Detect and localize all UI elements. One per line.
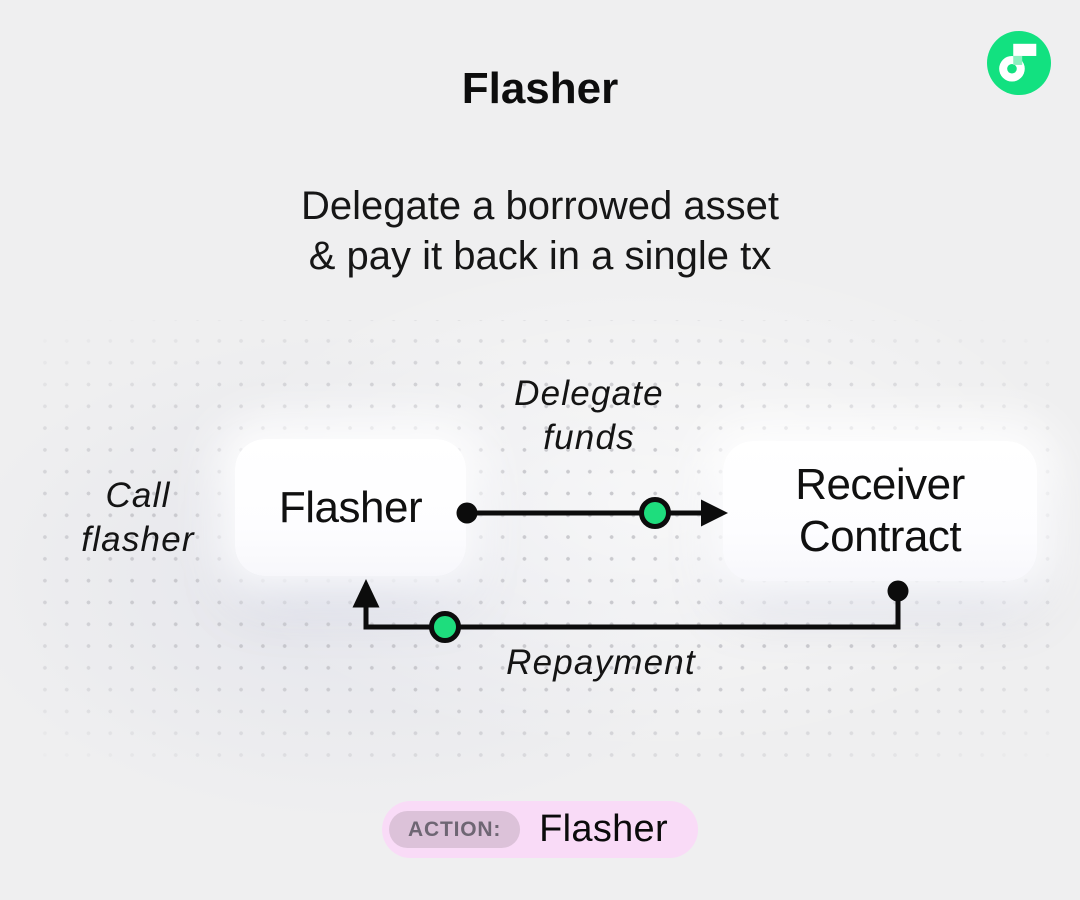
furucombo-logo-icon [987,31,1051,95]
logo-overlap-square [1013,55,1023,65]
subtitle-line-2: & pay it back in a single tx [308,234,772,278]
logo-f-bar [1013,43,1037,56]
delegate-funds-label: Delegate funds [514,374,664,457]
logo-loop-hole [1007,63,1017,74]
repayment-label: Repayment [506,643,696,682]
page-subtitle: Delegate a borrowed asset & pay it back … [0,181,1080,281]
furucombo-logo-svg [987,31,1051,95]
node-receiver-label: Receiver Contract [795,460,965,561]
action-badge-value: Flasher [539,808,668,850]
action-badge-label: ACTION: [389,811,521,848]
node-flasher: Flasher [235,439,466,576]
node-receiver: Receiver Contract [723,441,1037,581]
node-flasher-label: Flasher [278,482,423,532]
action-badge: ACTION: Flasher [382,801,698,858]
page-title: Flasher [461,64,619,113]
subtitle-line-1: Delegate a borrowed asset [300,184,780,228]
call-flasher-label: Call flasher [81,476,195,559]
